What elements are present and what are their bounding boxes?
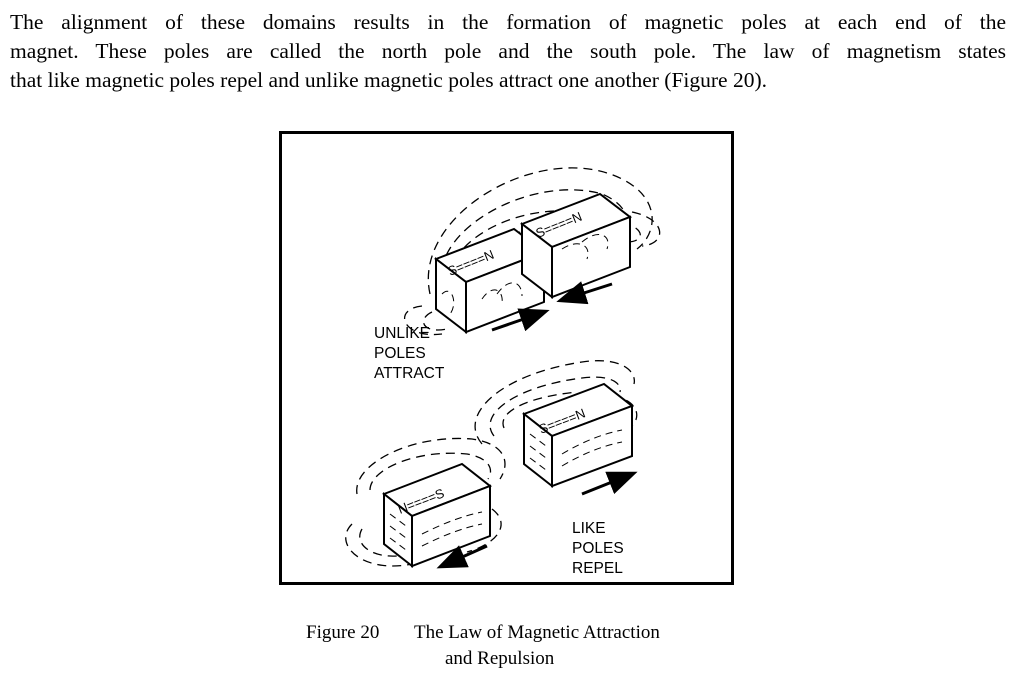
attract-arrow-right xyxy=(491,308,550,332)
like-label-line-3: REPEL xyxy=(572,560,623,577)
body-paragraph: The alignment of these domains results i… xyxy=(10,8,1006,95)
magnet-bottom-right xyxy=(521,382,635,489)
like-label-line-2: POLES xyxy=(572,540,624,557)
repel-field-lines-left xyxy=(345,437,506,567)
repel-arrow-right xyxy=(581,471,638,496)
magnet-bottom-left xyxy=(381,462,493,569)
like-label-line-1: LIKE xyxy=(572,520,606,537)
caption-title-line-2: and Repulsion xyxy=(445,648,555,669)
attract-arrow-left xyxy=(556,281,613,305)
caption-number: Figure 20 xyxy=(306,622,380,643)
paragraph-line-1: The alignment of these domains results i… xyxy=(10,10,1006,34)
unlike-label-line-3: ATTRACT xyxy=(374,365,445,382)
caption-line-1: Figure 20 The Law of Magnetic Attraction xyxy=(306,620,726,646)
magnet-top-right xyxy=(519,192,633,300)
magnet-diagram: S====N S====N UNLIKE POLES ATTRACT S====… xyxy=(345,167,661,577)
caption-title-line-1: The Law of Magnetic Attraction xyxy=(414,622,660,643)
paragraph-line-2: magnet. These poles are called the north… xyxy=(10,39,1006,63)
paragraph-line-3: that like magnetic poles repel and unlik… xyxy=(10,68,768,92)
unlike-label-line-2: POLES xyxy=(374,345,426,362)
figure-20-illustration: S====N S====N UNLIKE POLES ATTRACT S====… xyxy=(279,131,734,585)
repel-arrow-left xyxy=(436,544,488,569)
unlike-label-line-1: UNLIKE xyxy=(374,325,430,342)
caption-line-2: and Repulsion xyxy=(306,646,726,672)
